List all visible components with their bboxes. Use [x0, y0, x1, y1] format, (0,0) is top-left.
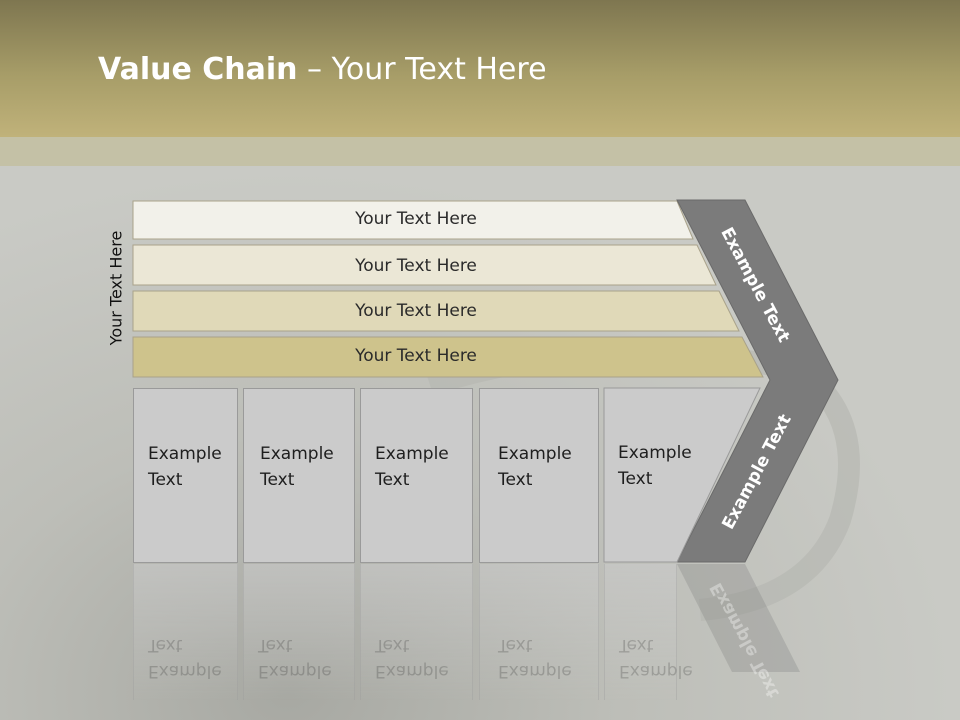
primary-box-4-reflection: Example Text [479, 564, 599, 700]
primary-box-2-reflection: Example Text [243, 564, 355, 700]
primary-box-5-reflection-label: Example Text [619, 635, 693, 681]
primary-box-2-label: Example Text [260, 444, 334, 490]
primary-box-3-reflection-label: Example Text [375, 635, 449, 681]
primary-box-2[interactable]: Example Text [243, 388, 355, 563]
primary-box-5-label: Example Text [618, 443, 692, 489]
support-bar-1-label: Your Text Here [355, 209, 477, 229]
primary-box-1-reflection-label: Example Text [148, 635, 222, 681]
primary-box-4[interactable]: Example Text [479, 388, 599, 563]
primary-box-5[interactable]: Example Text [604, 388, 714, 563]
support-bar-2[interactable] [132, 244, 717, 286]
slide-title: Value Chain – Your Text Here [98, 52, 547, 96]
support-bar-3[interactable] [132, 290, 740, 332]
primary-box-3[interactable]: Example Text [360, 388, 473, 563]
primary-box-1[interactable]: Example Text [133, 388, 238, 563]
header-band [0, 137, 960, 166]
title-bold: Value Chain [98, 52, 298, 87]
primary-box-3-label: Example Text [375, 444, 449, 490]
header-bar [0, 0, 960, 137]
primary-box-4-label: Example Text [498, 444, 572, 490]
primary-box-4-reflection-label: Example Text [498, 635, 572, 681]
support-bar-2-label: Your Text Here [355, 256, 477, 276]
support-bar-4-label: Your Text Here [355, 346, 477, 366]
primary-box-1-label: Example Text [148, 444, 222, 490]
primary-box-5-reflection: Example Text [604, 564, 693, 700]
support-bar-4[interactable] [132, 336, 764, 378]
chevron-reflection [677, 564, 800, 672]
primary-box-2-reflection-label: Example Text [258, 635, 332, 681]
support-bar-1[interactable] [132, 200, 694, 240]
primary-box-3-reflection: Example Text [360, 564, 473, 700]
title-rest: – Your Text Here [297, 52, 547, 87]
support-bar-3-label: Your Text Here [355, 301, 477, 321]
primary-box-1-reflection: Example Text [133, 564, 238, 700]
